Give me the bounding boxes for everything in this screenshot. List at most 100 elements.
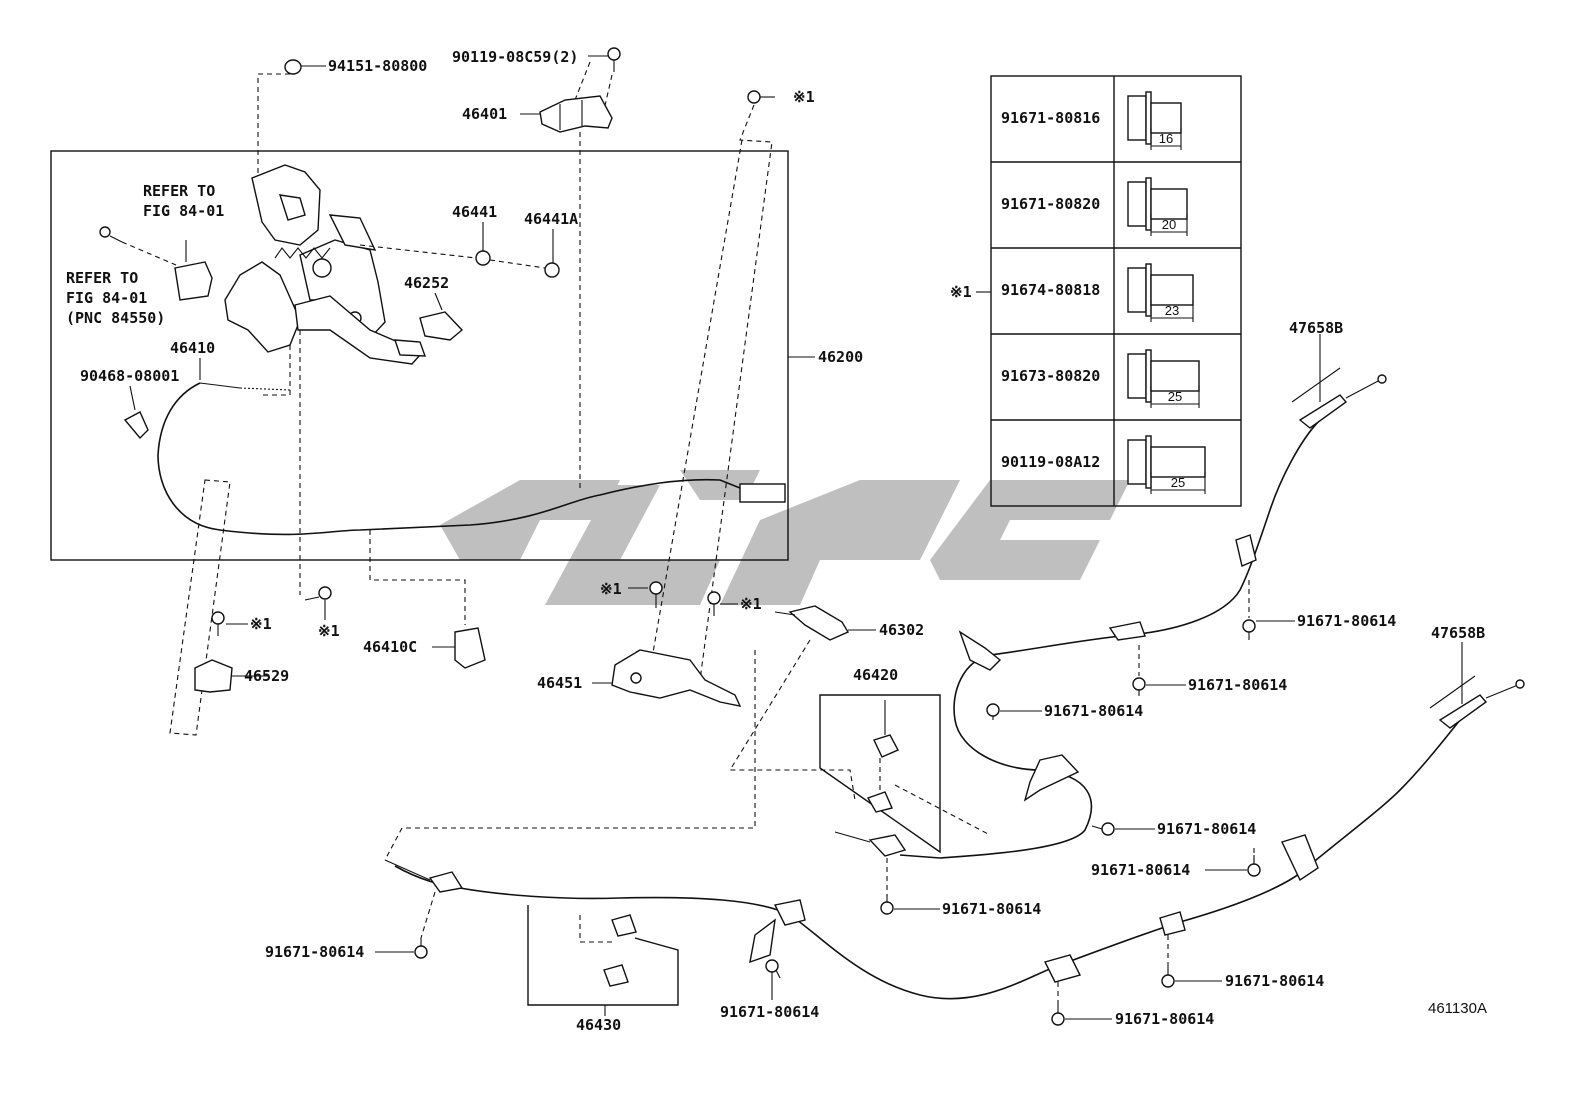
refer-to-fig-2-line2: FIG 84-01	[66, 289, 147, 307]
mark-1-46451a: ※1	[600, 580, 622, 598]
table-bolt-shank-2	[1150, 274, 1194, 306]
bracket-46401	[539, 95, 613, 133]
refer-to-fig-2-line3: (PNC 84550)	[66, 309, 165, 327]
bolt-label-7: 91671-80614	[1225, 972, 1324, 990]
label-94151-80800: 94151-80800	[328, 57, 427, 75]
cable-end-46410	[739, 483, 786, 503]
label-46420: 46420	[853, 666, 898, 684]
table-length-1: 20	[1162, 217, 1176, 232]
mark-1-46451b: ※1	[740, 595, 762, 613]
table-part-3: 91673-80820	[1001, 367, 1100, 385]
label-46410c: 46410C	[363, 638, 417, 656]
bolt-label-9: 91671-80614	[720, 1003, 819, 1021]
bolt-b5-icon	[1247, 855, 1261, 877]
pedal-bracket-assembly	[224, 164, 427, 365]
table-part-1: 91671-80820	[1001, 195, 1100, 213]
table-bolt-shank-1	[1150, 188, 1188, 220]
bracket-lower-3	[1159, 911, 1186, 936]
bracket-upper-right-3	[958, 630, 1002, 671]
bolt-b10-icon	[414, 938, 428, 959]
label-46441: 46441	[452, 203, 497, 221]
bolt-b3-icon	[986, 703, 1000, 720]
table-bolt-flange-4	[1145, 435, 1152, 489]
bolt-46451b-icon	[707, 591, 721, 616]
table-bolt-head-4	[1127, 439, 1147, 485]
bracket-46529	[194, 659, 233, 693]
switch-screw-icon	[99, 226, 123, 243]
bolt-label-5: 91671-80614	[1091, 861, 1190, 879]
main-assembly-frame	[50, 150, 789, 561]
label-90119-08c59: 90119-08C59(2)	[452, 48, 578, 66]
bolt-b8-icon	[1051, 1005, 1065, 1026]
table-bolt-shank-4	[1150, 446, 1206, 478]
cable-end-46302	[774, 605, 850, 641]
pedal-pad-46252	[419, 311, 464, 341]
bolt-b4-icon	[1091, 822, 1115, 836]
label-46401: 46401	[462, 105, 507, 123]
table-bolt-shank-0	[1150, 102, 1182, 134]
label-46441a: 46441A	[524, 210, 578, 228]
refer-to-fig-1-line2: FIG 84-01	[143, 202, 224, 220]
table-part-2: 91674-80818	[1001, 281, 1100, 299]
cable-end-47658b-lower	[1438, 679, 1525, 729]
diagram-id: 461130A	[1428, 1000, 1487, 1017]
table-bolt-flange-3	[1145, 349, 1152, 403]
bolt-b2-icon	[1132, 677, 1146, 696]
bracket-lower-4	[1281, 834, 1319, 882]
clip-90468	[123, 411, 149, 440]
mark-1-left: ※1	[318, 622, 340, 640]
label-46529: 46529	[244, 667, 289, 685]
bolt-table: 91671-808161691671-808202091674-80818239…	[990, 75, 1242, 507]
bracket-lower-1	[749, 899, 806, 964]
table-bolt-head-1	[1127, 181, 1147, 227]
bracket-upper-right-2	[1108, 621, 1146, 641]
table-bolt-head-2	[1127, 267, 1147, 313]
table-mark-1: ※1	[950, 283, 972, 301]
label-46430: 46430	[576, 1016, 621, 1034]
label-47658b-upper: 47658B	[1289, 319, 1343, 337]
bracket-upper-right-4	[1023, 754, 1080, 802]
clip-46420-upper	[873, 734, 899, 758]
bolt-label-10: 91671-80614	[265, 943, 364, 961]
label-46252: 46252	[404, 274, 449, 292]
clip-46420-lower	[866, 791, 893, 813]
bolt-b1-icon	[1242, 619, 1256, 640]
lever-46451	[611, 649, 742, 707]
table-length-3: 25	[1168, 389, 1182, 404]
cable-end-46420	[834, 831, 907, 857]
bolt-mark-left-icon	[304, 586, 332, 601]
bolt-b9-icon	[765, 959, 781, 979]
bolt-46529-icon	[211, 611, 225, 636]
table-bolt-shank-3	[1150, 360, 1200, 392]
table-length-0: 16	[1159, 131, 1173, 146]
clip-46430-lower	[603, 964, 629, 987]
table-bolt-head-3	[1127, 353, 1147, 399]
bolt-46451a-icon	[649, 581, 663, 608]
nut-46441-icon	[475, 250, 491, 266]
bolt-90119-icon	[607, 47, 621, 72]
bracket-upper-right-1	[1235, 534, 1257, 567]
table-bolt-flange-0	[1145, 91, 1152, 145]
brake-switch	[174, 240, 213, 301]
nut-46441a-icon	[544, 262, 560, 278]
cable-end-lower-left	[384, 859, 464, 893]
label-47658b-lower: 47658B	[1431, 624, 1485, 642]
bracket-lower-2	[1043, 954, 1082, 983]
table-part-4: 90119-08A12	[1001, 453, 1100, 471]
bolt-b7-icon	[1161, 966, 1175, 988]
callout-46200: 46200	[818, 348, 863, 366]
label-46451: 46451	[537, 674, 582, 692]
cable-lower	[394, 719, 1461, 1000]
label-46302: 46302	[879, 621, 924, 639]
table-bolt-flange-2	[1145, 263, 1152, 317]
cable-end-47658b-upper	[1298, 374, 1387, 429]
bolt-b6-icon	[880, 894, 894, 915]
bolt-label-6: 91671-80614	[942, 900, 1041, 918]
nut-94151-icon	[284, 59, 302, 75]
bolt-label-1: 91671-80614	[1297, 612, 1396, 630]
bolt-label-4: 91671-80614	[1157, 820, 1256, 838]
bolt-mark-top-icon	[747, 90, 775, 104]
mark-1-top: ※1	[793, 88, 815, 106]
table-bolt-head-0	[1127, 95, 1147, 141]
